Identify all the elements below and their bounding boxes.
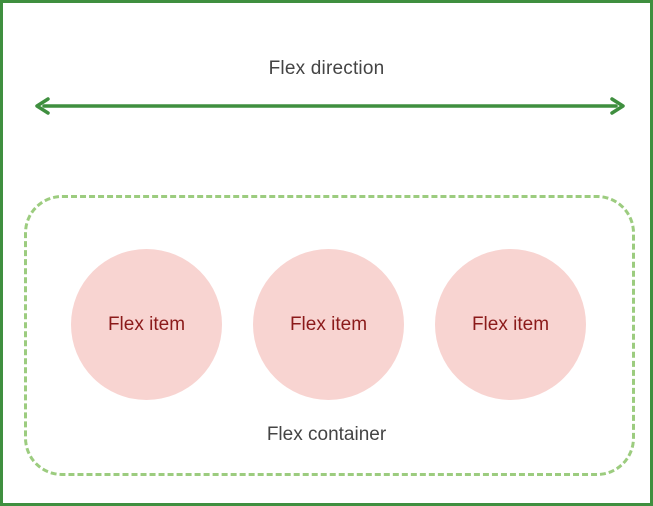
flex-direction-label: Flex direction	[268, 58, 385, 79]
flex-item-1: Flex item	[71, 249, 222, 400]
flex-item-label: Flex item	[289, 313, 368, 335]
flex-item-label: Flex item	[471, 313, 550, 335]
flex-container-box	[24, 195, 635, 476]
flex-item-label: Flex item	[107, 313, 186, 335]
flex-container-label: Flex container	[266, 424, 387, 445]
flex-item-3: Flex item	[435, 249, 586, 400]
flex-item-2: Flex item	[253, 249, 404, 400]
